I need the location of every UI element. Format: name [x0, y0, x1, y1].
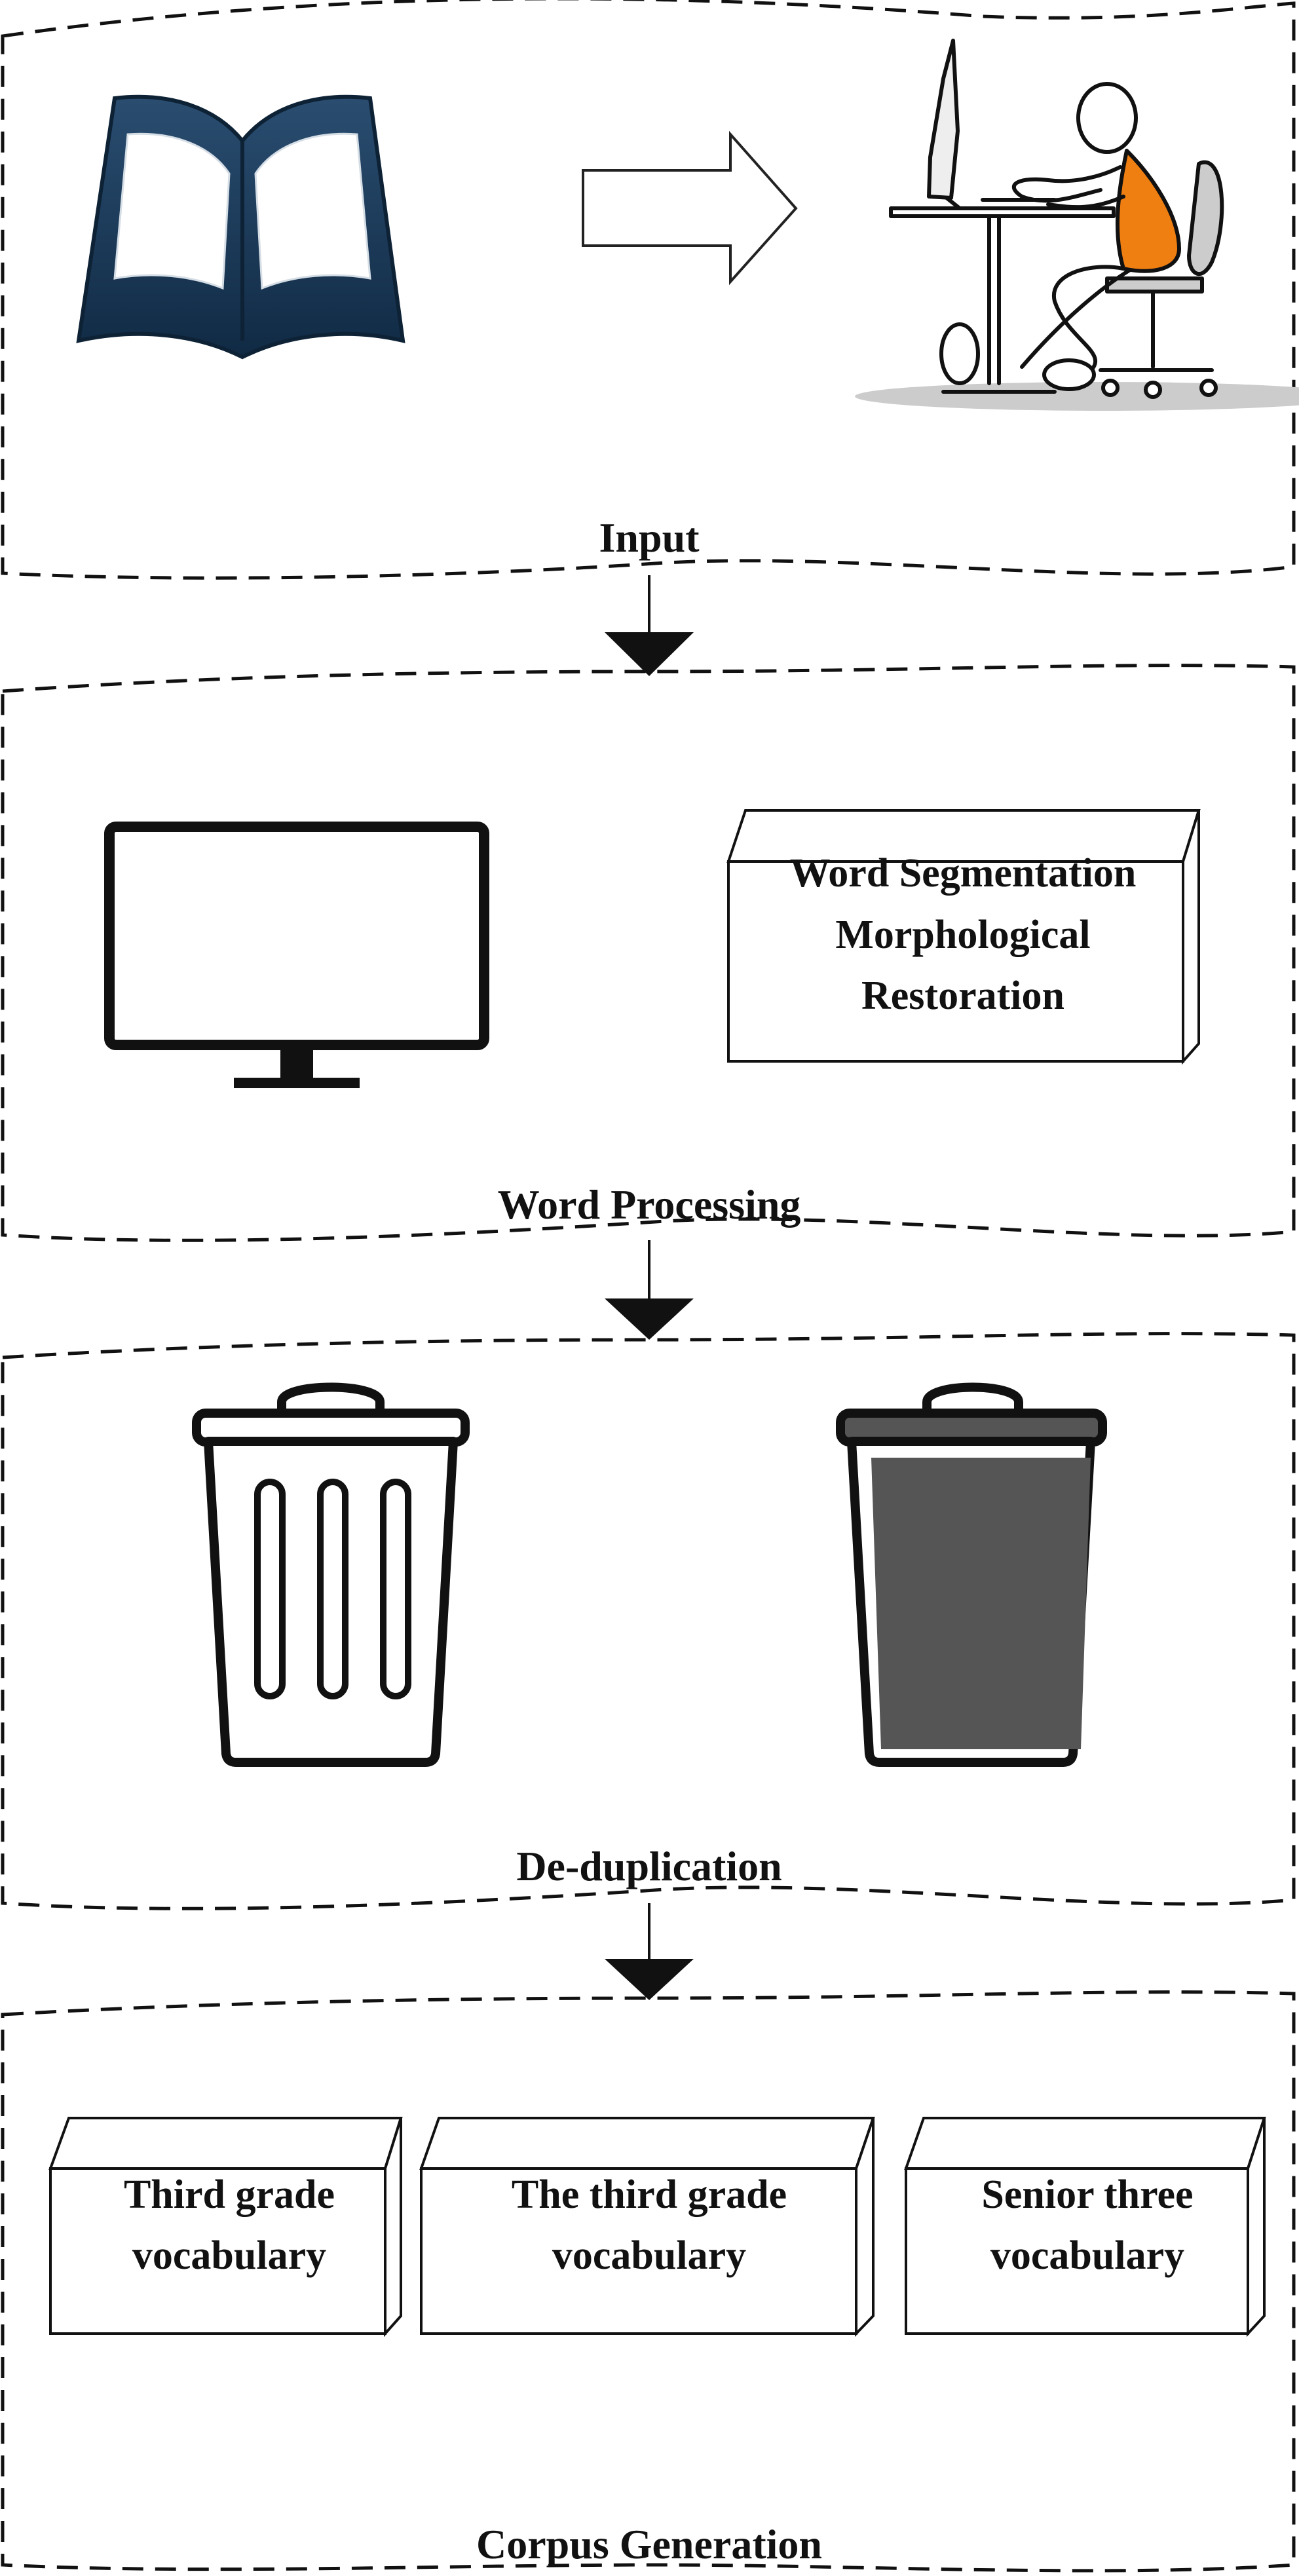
vocabulary-box: Third grade vocabulary [48, 2117, 403, 2338]
stage-label: Word Processing [498, 1181, 801, 1228]
box-line: Senior three [981, 2172, 1193, 2217]
connector-arrow [605, 575, 694, 676]
open-book-icon [76, 94, 405, 360]
monitor-icon [104, 822, 489, 1088]
vocabulary-box: The third grade vocabulary [419, 2117, 875, 2337]
stage-border [1, 664, 1296, 1242]
stage-label: De-duplication [516, 1843, 781, 1889]
empty-trash-can-icon [192, 1382, 470, 1767]
box-line: vocabulary [990, 2233, 1184, 2278]
stage-border [1, 1332, 1296, 1910]
stage-label: Input [599, 514, 700, 561]
stage-input: Input [1, 0, 1299, 580]
connector-arrow [605, 1903, 694, 2000]
word-segmentation-box: Word Segmentation Morphological Restorat… [726, 809, 1201, 1065]
vocabulary-box: Senior three vocabulary [904, 2117, 1266, 2338]
stage-border [1, 1990, 1296, 2573]
stage-word-processing: Word Segmentation Morphological Restorat… [1, 664, 1296, 1242]
box-line: vocabulary [132, 2233, 326, 2278]
connector-arrow [605, 1240, 694, 1340]
box-line: Third grade [124, 2172, 335, 2217]
person-at-computer-icon [855, 39, 1299, 411]
box-line: Morphological [835, 913, 1090, 957]
right-arrow-icon [582, 130, 798, 286]
full-trash-can-icon [836, 1382, 1107, 1767]
box-line: Restoration [861, 974, 1064, 1018]
stage-de-duplication: De-duplication [1, 1332, 1296, 1910]
box-line: The third grade [512, 2172, 787, 2217]
box-line: Word Segmentation [790, 851, 1137, 896]
box-line: vocabulary [552, 2233, 746, 2278]
stage-label: Corpus Generation [476, 2521, 822, 2567]
stage-border [1, 0, 1296, 580]
stage-corpus-generation: Third grade vocabulary The third grade v… [1, 1990, 1296, 2573]
